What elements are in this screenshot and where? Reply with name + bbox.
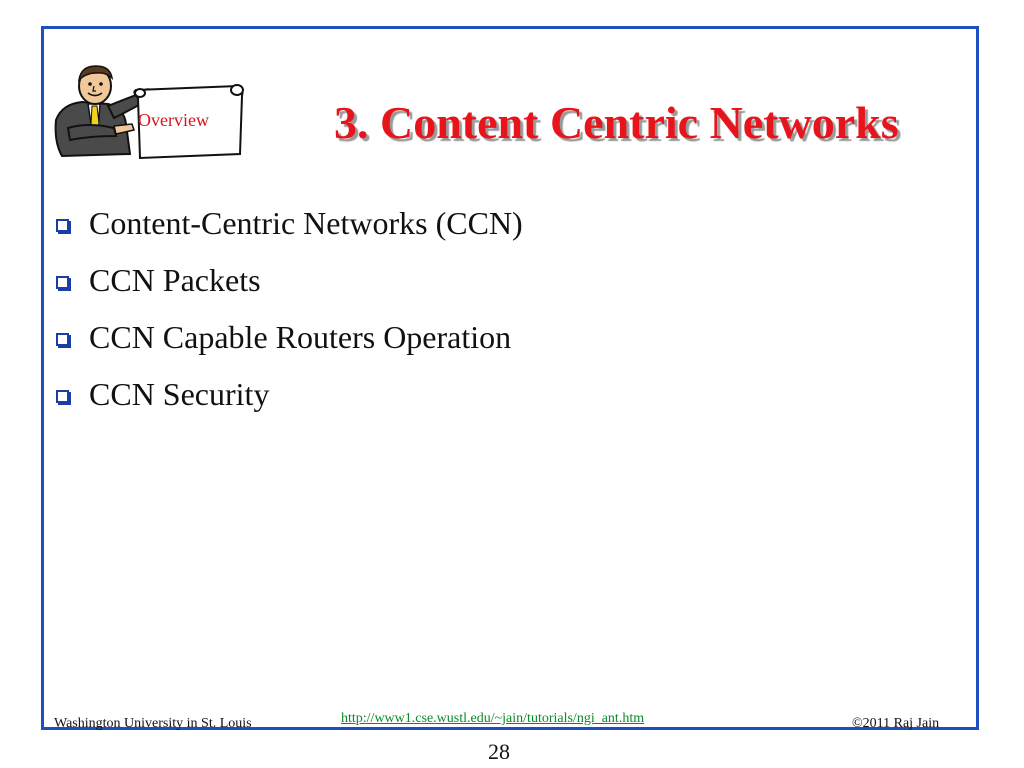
bullet-item: CCN Security [56,366,523,423]
hollow-square-bullet-icon [56,390,69,403]
page-number: 28 [488,739,510,764]
bullet-text: CCN Security [89,376,270,412]
bullet-text: CCN Capable Routers Operation [89,319,512,355]
bullet-item: CCN Capable Routers Operation [56,309,523,366]
clipart-sign-label: Overview [138,110,209,130]
hollow-square-bullet-icon [56,219,69,232]
bullet-text: CCN Packets [89,262,261,298]
footer-copyright: ©2011 Raj Jain [852,716,940,731]
presenter-with-sign-icon [54,65,244,160]
bullet-item: Content-Centric Networks (CCN) [56,195,523,252]
bullet-item: CCN Packets [56,252,523,309]
bullet-text: Content-Centric Networks (CCN) [89,205,523,241]
slide-title: 3. Content Centric Networks [334,97,899,148]
bullet-list: Content-Centric Networks (CCN) CCN Packe… [56,195,523,423]
footer-url-link[interactable]: http://www1.cse.wustl.edu/~jain/tutorial… [341,711,645,726]
footer-institution: Washington University in St. Louis [54,716,252,731]
hollow-square-bullet-icon [56,276,69,289]
hollow-square-bullet-icon [56,333,69,346]
